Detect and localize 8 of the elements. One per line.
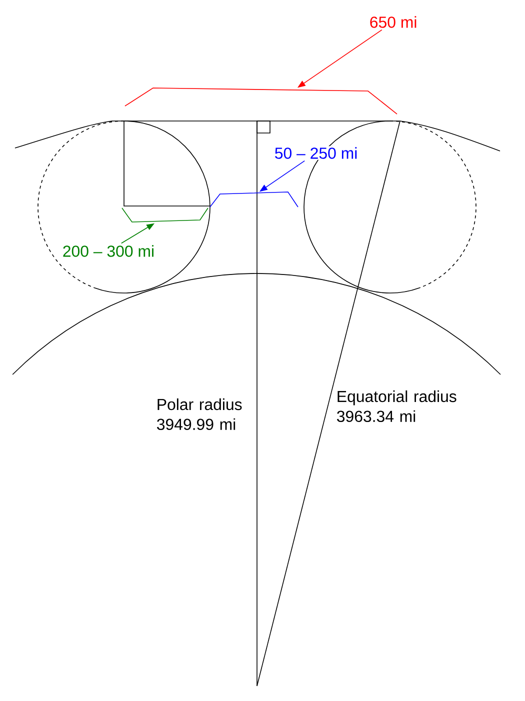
dimension-label: 200 – 300 mi: [61, 244, 156, 258]
radius-label: Equatorial radius 3963.34 mi: [337, 390, 456, 422]
dimension-bracket: [124, 88, 398, 114]
dimension-label: 650 mi: [368, 15, 418, 29]
dimension-bracket: [210, 192, 298, 208]
radius-label: Polar radius 3949.99 mi: [157, 398, 242, 430]
dimension-label: 50 – 250 mi: [273, 146, 359, 160]
dimension-bracket: [122, 208, 208, 222]
